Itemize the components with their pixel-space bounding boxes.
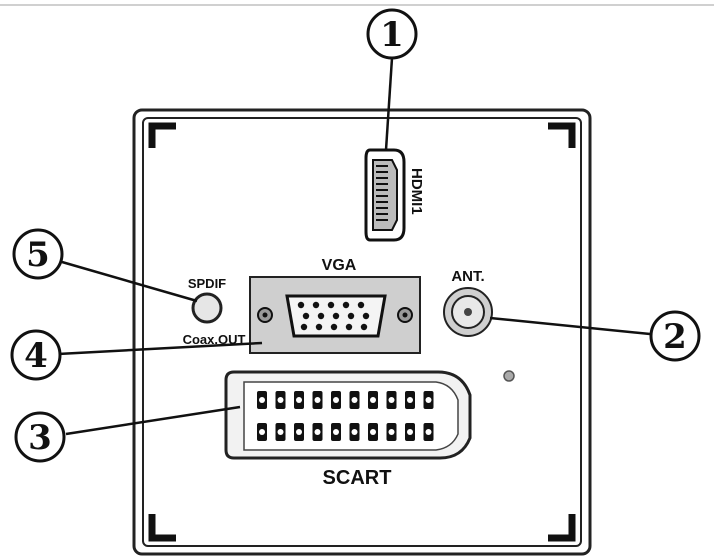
callout-3-number: 3 [28, 418, 52, 458]
vga-pin [342, 301, 350, 309]
callout-4-number: 4 [24, 336, 48, 376]
scart-pin [349, 391, 360, 409]
scart-label: SCART [323, 467, 392, 489]
scart-pin [423, 423, 434, 441]
corner-bracket-bl [148, 514, 176, 542]
scart-pin [312, 391, 323, 409]
vga-pin [315, 323, 323, 331]
scart-pin [312, 423, 323, 441]
scart-pin [257, 391, 267, 409]
scart-pin [275, 423, 286, 441]
scart-pin [368, 391, 378, 409]
hdmi-label: HDMI1 [408, 168, 425, 215]
antenna-port [443, 287, 493, 337]
leader-line-4 [57, 341, 263, 356]
scart-pin [257, 423, 267, 441]
callout-1-number: 1 [380, 15, 404, 55]
callout-4: 4 [10, 329, 62, 381]
vga-pin [347, 312, 355, 320]
leader-line-1 [384, 57, 394, 151]
scart-pin [294, 423, 304, 441]
scart-pin [405, 423, 415, 441]
leader-line-2 [489, 316, 651, 336]
callout-1: 1 [366, 8, 418, 60]
scart-pin [331, 423, 341, 441]
vga-pin [327, 301, 335, 309]
leader-line-5 [61, 260, 198, 303]
corner-bracket-tr [548, 122, 576, 148]
scart-pin [386, 391, 397, 409]
callout-5: 5 [12, 228, 64, 280]
scart-pin [294, 391, 304, 409]
screw-dot [503, 370, 515, 382]
vga-pin [300, 323, 308, 331]
vga-pin [330, 323, 338, 331]
scart-pin [331, 391, 341, 409]
scart-pin [423, 391, 434, 409]
callout-leaders [57, 57, 651, 436]
vga-pin [345, 323, 353, 331]
vga-label: VGA [322, 257, 357, 274]
spdif-label: SPDIF [188, 276, 226, 291]
scart-pin [368, 423, 378, 441]
antenna-label: ANT. [451, 268, 484, 285]
hdmi-port [364, 148, 406, 242]
leader-line-3 [65, 405, 241, 436]
coax-out-label: Coax.OUT [183, 332, 246, 347]
callout-5-number: 5 [26, 235, 50, 275]
scart-pin [275, 391, 286, 409]
vga-pin [302, 312, 310, 320]
vga-pin [312, 301, 320, 309]
callout-2-number: 2 [663, 317, 687, 357]
scart-pin [349, 423, 360, 441]
vga-pin [332, 312, 340, 320]
callout-2: 2 [649, 310, 701, 362]
vga-pin [317, 312, 325, 320]
scart-pin [405, 391, 415, 409]
corner-bracket-tl [148, 122, 176, 148]
spdif-jack [191, 292, 223, 324]
scart-port [224, 370, 472, 460]
vga-pin [360, 323, 368, 331]
vga-pin [362, 312, 370, 320]
scart-pin [386, 423, 397, 441]
vga-port [249, 276, 421, 354]
vga-pin [357, 301, 365, 309]
vga-pin [297, 301, 305, 309]
corner-bracket-br [548, 514, 576, 542]
callout-3: 3 [14, 411, 66, 463]
